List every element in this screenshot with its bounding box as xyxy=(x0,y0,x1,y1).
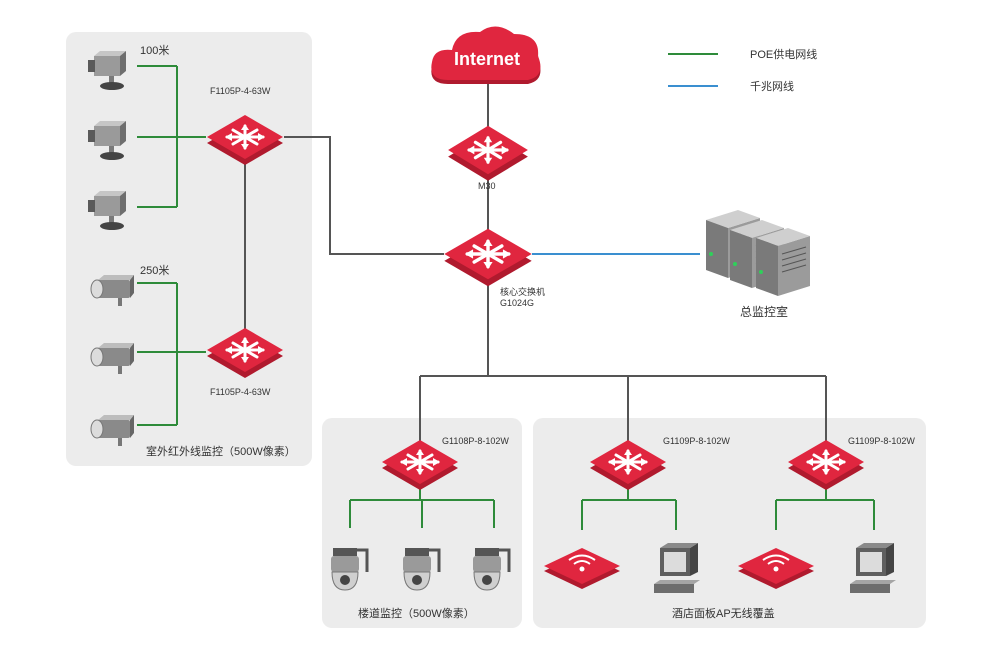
legend-gigabit-label: 千兆网线 xyxy=(750,79,794,93)
core-switch-label-line1: 核心交换机 xyxy=(500,286,545,297)
distance-100m-label: 100米 xyxy=(140,44,169,57)
computer-icon xyxy=(850,543,896,593)
legend-poe-label: POE供电网线 xyxy=(750,47,817,61)
router-label: M30 xyxy=(478,181,496,191)
outdoor-switch-bottom-label: F1105P-4-63W xyxy=(210,387,271,397)
hotel-panel-caption: 酒店面板AP无线覆盖 xyxy=(672,606,775,620)
outdoor-switch-top-label: F1105P-4-63W xyxy=(210,86,271,96)
hotel-switch-left-label: G1109P-8-102W xyxy=(663,436,730,446)
stair-panel-caption: 楼道监控（500W像素） xyxy=(358,606,475,620)
core-switch-icon xyxy=(442,226,534,288)
internet-cloud-icon xyxy=(431,26,541,84)
outdoor-panel-caption: 室外红外线监控（500W像素） xyxy=(146,444,296,458)
distance-250m-label: 250米 xyxy=(140,264,169,277)
hotel-panel xyxy=(533,418,926,628)
uplink-lines xyxy=(244,80,827,444)
monitor-room-label: 总监控室 xyxy=(740,304,788,319)
internet-label: Internet xyxy=(454,49,520,69)
computer-icon xyxy=(654,543,700,593)
hotel-switch-right-label: G1109P-8-102W xyxy=(848,436,915,446)
core-switch-label-line2: G1024G xyxy=(500,298,534,308)
router-m30-icon xyxy=(446,124,530,183)
monitor-room-server-icon xyxy=(705,209,811,297)
outdoor-panel xyxy=(66,32,312,466)
stair-switch-label: G1108P-8-102W xyxy=(442,436,509,446)
